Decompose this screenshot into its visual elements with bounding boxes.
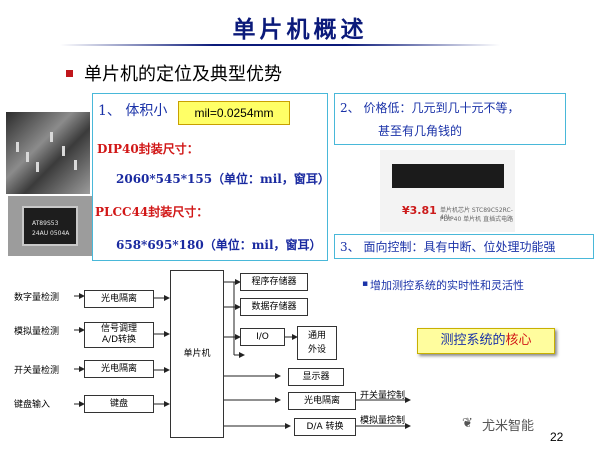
- chip-pin: [74, 160, 77, 170]
- price-line-1: 2、 价格低：几元到几十元不等，: [340, 101, 520, 115]
- brand-watermark: 尤米智能: [482, 419, 535, 434]
- data-memory-block: 数据存储器: [240, 298, 308, 316]
- input-label: 数字量检测: [14, 293, 60, 303]
- adc-block: 信号调理 A/D转换: [84, 322, 154, 348]
- isolation-block: 光电隔离: [288, 392, 356, 410]
- isolation-block: 光电隔离: [84, 290, 154, 308]
- dac-block: D/A 转换: [294, 418, 356, 436]
- block-line: 信号调理: [100, 324, 137, 334]
- dip-chip-body: [392, 164, 504, 188]
- display-block: 显示器: [288, 368, 344, 386]
- chip-pin: [50, 132, 53, 142]
- mcu-block: 单片机: [170, 270, 224, 438]
- qfp-chip-body: AT89S53 24AU 0504A: [22, 206, 78, 246]
- core-keyword: 核心: [505, 333, 532, 348]
- input-label: 键盘输入: [14, 400, 51, 410]
- chip-pin: [36, 162, 39, 172]
- plcc-label: PLCC44封装尺寸：: [95, 205, 209, 219]
- photo-caption: PDIP40 单片机 直插式电路: [440, 216, 514, 223]
- io-block: I/O: [240, 328, 285, 346]
- price-line-2: 甚至有几角钱的: [378, 124, 463, 138]
- keyboard-block: 键盘: [84, 395, 154, 413]
- core-prefix: 测控系统的: [440, 333, 506, 348]
- size-spec-box: [92, 93, 328, 261]
- bullet-icon: ▪: [362, 279, 369, 289]
- qfp-marking: AT89S53: [32, 220, 59, 227]
- chips-photo: [6, 112, 90, 194]
- output-label: 开关量控制: [360, 391, 406, 401]
- block-line: A/D转换: [101, 335, 137, 345]
- price-tag: ¥3.81: [402, 204, 437, 217]
- control-box: [334, 234, 594, 259]
- dip-chip-photo: ¥3.81 单片机芯片 STC89C52RC-40I- PDIP40 单片机 直…: [380, 150, 515, 232]
- page-title: 单片机概述: [232, 17, 368, 43]
- control-text: 3、 面向控制：具有中断、位处理功能强: [340, 240, 556, 254]
- price-box: [334, 93, 566, 145]
- peripheral-block: 通用 外设: [297, 326, 337, 360]
- bullet-square-icon: [66, 70, 73, 77]
- isolation-block: 光电隔离: [84, 360, 154, 378]
- qfp-chip-photo: AT89S53 24AU 0504A: [8, 196, 92, 256]
- block-line: 通用: [307, 331, 326, 341]
- dip-size: 2060*545*155（单位：mil，窗耳）: [116, 172, 330, 186]
- photo-caption: 单片机芯片 STC89C52RC-40I-: [440, 207, 513, 221]
- chip-pin: [16, 142, 19, 152]
- section-subtitle: 单片机的定位及典型优势: [84, 64, 282, 85]
- dip-label: DIP40封装尺寸：: [97, 142, 199, 156]
- page-number: 22: [550, 430, 564, 444]
- block-line: 外设: [307, 345, 326, 355]
- plcc-size: 658*695*180（单位：mil，窗耳）: [116, 238, 322, 252]
- output-label: 模拟量控制: [360, 416, 406, 426]
- input-label: 模拟量检测: [14, 327, 60, 337]
- input-label: 开关量检测: [14, 366, 60, 376]
- core-highlight-box: 测控系统的核心: [417, 328, 555, 354]
- qfp-marking: 24AU 0504A: [32, 230, 70, 237]
- volume-label: 1、 体积小: [98, 103, 168, 119]
- mil-note: mil=0.0254mm: [178, 101, 290, 125]
- brand-logo-icon: ❦: [462, 416, 473, 431]
- chip-pin: [62, 146, 65, 156]
- chip-pin: [26, 152, 29, 162]
- program-memory-block: 程序存储器: [240, 273, 308, 291]
- title-divider: [60, 44, 500, 46]
- flexibility-note: 增加测控系统的实时性和灵活性: [370, 279, 524, 292]
